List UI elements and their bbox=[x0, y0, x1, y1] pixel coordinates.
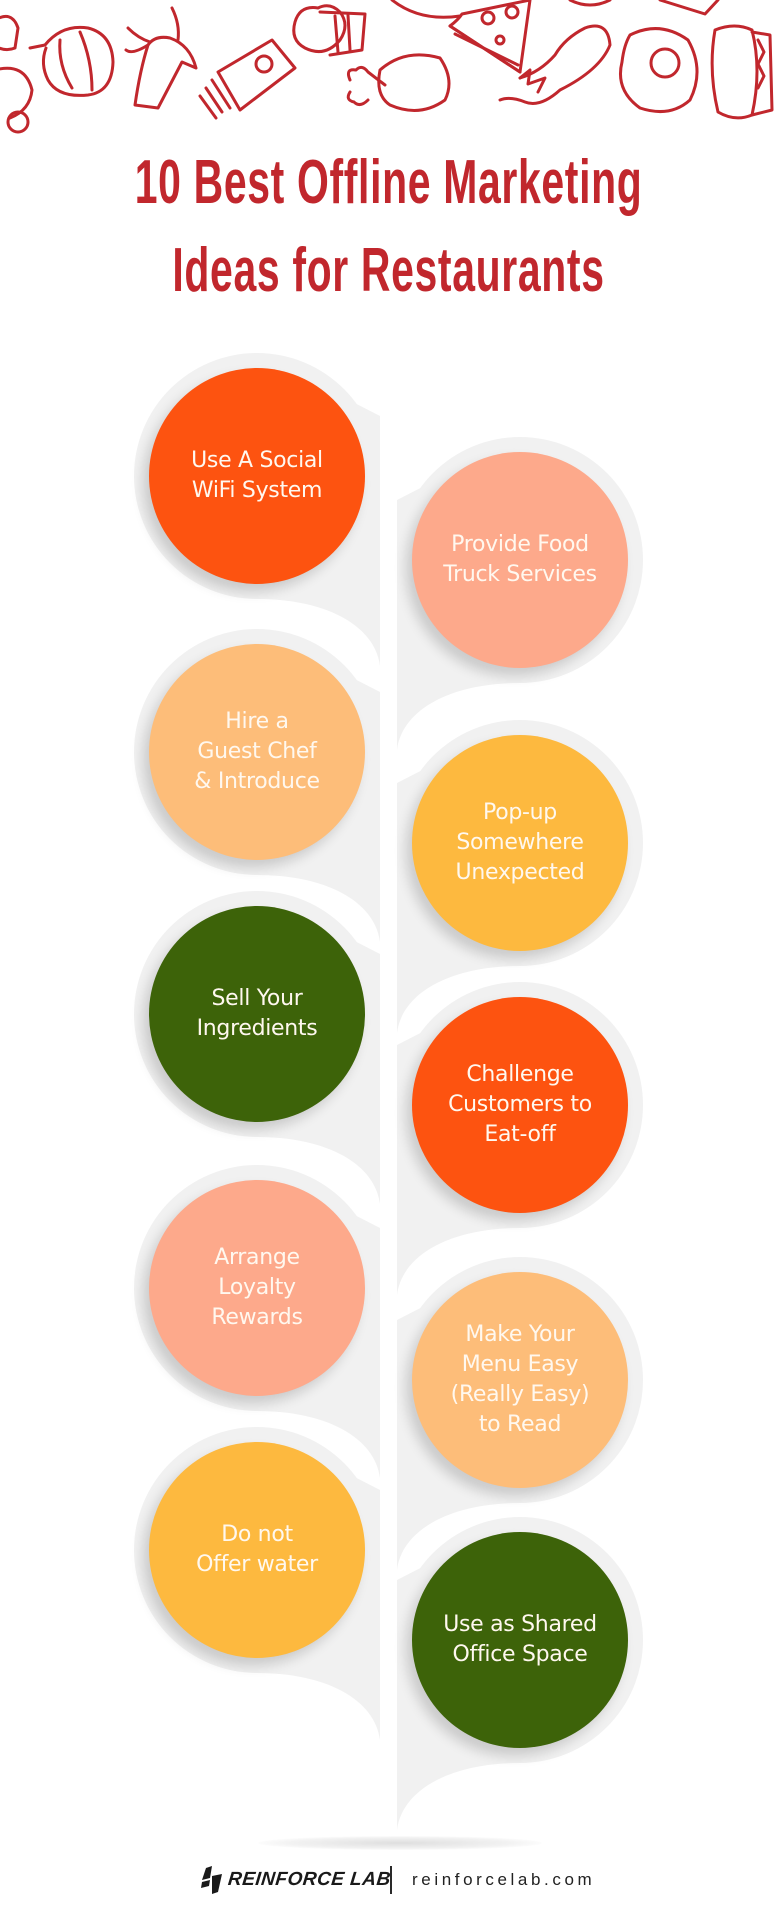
reinforce-lab-logo-icon bbox=[201, 1866, 222, 1894]
ground-shadow bbox=[258, 1836, 542, 1850]
bread-icon bbox=[390, 0, 462, 19]
fried-egg-icon bbox=[619, 27, 699, 114]
website-url: reinforcelab.com bbox=[412, 1870, 596, 1889]
brand-name: REINFORCE LAB bbox=[226, 1869, 392, 1890]
brand-logo: REINFORCE LAB bbox=[200, 1866, 392, 1894]
footer-divider bbox=[390, 1866, 392, 1894]
eggplant-icon bbox=[498, 24, 612, 105]
burger-icon bbox=[710, 24, 774, 120]
page-title-line-2: Ideas for Restaurants bbox=[172, 236, 605, 305]
cupcake-icon bbox=[292, 4, 367, 57]
fries-icon bbox=[198, 38, 297, 120]
food-doodle-banner bbox=[0, 0, 774, 134]
page-title-line-1: 10 Best Offline Marketing bbox=[134, 148, 643, 217]
pepper-icon bbox=[28, 25, 115, 97]
drumstick-icon bbox=[346, 53, 451, 112]
pizza-icon bbox=[448, 0, 532, 74]
donut-icon bbox=[568, 0, 720, 16]
banana-icon bbox=[124, 6, 198, 110]
plate-icon bbox=[0, 14, 34, 134]
